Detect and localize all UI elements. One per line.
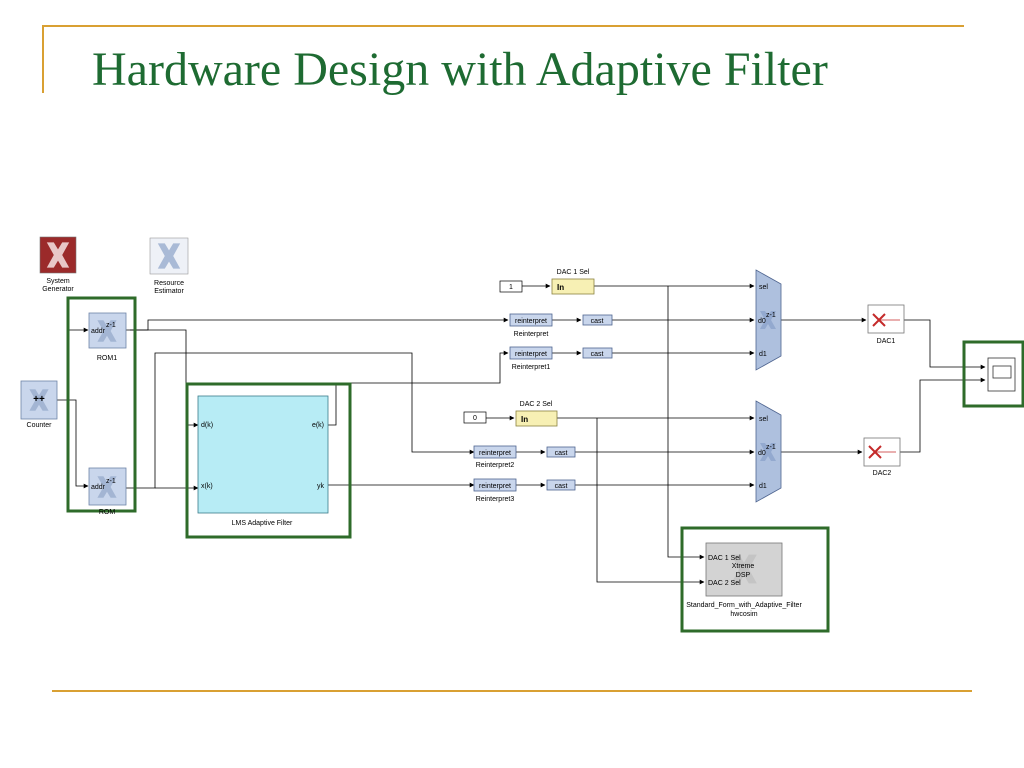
xtreme-name-2: DSP [736,572,751,579]
reinterpret1-block[interactable]: reinterpret Reinterpret1 [509,346,553,371]
reinterpret-label: Reinterpret [514,331,549,338]
mux2-port-sel: sel [759,416,768,423]
reinterpret-block[interactable]: reinterpret Reinterpret [509,313,553,338]
dac1-label: DAC1 [877,338,896,345]
dac2-sel-label: DAC 2 Sel [520,401,553,408]
mux2-block[interactable]: sel d0 z-1 d1 [755,400,782,503]
counter-block[interactable]: ++ Counter [20,380,58,429]
cast-text: cast [591,318,604,325]
lms-adaptive-filter-block[interactable]: d(k) x(k) e(k) yk LMS Adaptive Filter [197,395,329,527]
cast-block[interactable]: cast [582,314,613,326]
rom1-port-addr: addr [91,328,106,335]
resource-estimator-label-2: Estimator [154,288,184,295]
system-generator-block[interactable]: System Generator [39,236,77,293]
constant-1-block[interactable]: 1 [499,280,523,293]
reinterpret2-block[interactable]: reinterpret Reinterpret2 [473,445,517,469]
dac2-block[interactable]: DAC2 [863,437,901,477]
counter-icon-text: ++ [33,394,45,405]
wires [57,283,986,585]
mux2-delay: z-1 [766,444,776,451]
cast1-text: cast [591,351,604,358]
constant-0-value: 0 [473,415,477,422]
reinterpret3-block[interactable]: reinterpret Reinterpret3 [473,478,517,503]
mux1-port-d0: d0 [758,318,766,325]
dac1-block[interactable]: DAC1 [867,304,905,345]
slide-title: Hardware Design with Adaptive Filter [92,43,828,96]
lms-port-yk: yk [317,483,325,490]
lms-port-xk: x(k) [201,483,213,490]
xtreme-dsp-block[interactable]: DAC 1 Sel DAC 2 Sel Xtreme DSP Standard_… [686,542,802,618]
rom2-port-z: z-1 [106,478,116,485]
left-rule [42,25,44,93]
dac2-sel-gateway-block[interactable]: DAC 2 Sel In [515,401,558,427]
xtreme-highlight [680,526,830,633]
reinterpret3-text: reinterpret [479,483,511,490]
dac2-label: DAC2 [873,470,892,477]
dac2-sel-port: In [521,415,528,424]
rom-group-highlight [66,296,137,513]
system-generator-label-1: System [46,278,70,285]
mux1-port-d1: d1 [759,351,767,358]
scope-block[interactable] [987,357,1016,392]
xtreme-label-2: hwcosim [730,611,757,618]
reinterpret2-text: reinterpret [479,450,511,457]
mux2-port-d1: d1 [759,483,767,490]
xilinx-x-icon [872,313,886,327]
resource-estimator-block[interactable]: Resource Estimator [149,237,189,295]
lms-port-dk: d(k) [201,422,213,429]
mux1-block[interactable]: sel d0 z-1 d1 [755,269,782,371]
rom2-block[interactable]: addr z-1 ROM [88,467,127,516]
resource-estimator-label-1: Resource [154,280,184,287]
rom1-block[interactable]: addr z-1 ROM1 [88,312,127,362]
dac1-sel-port: In [557,283,564,292]
scope-highlight [962,340,1024,408]
bottom-rule [52,690,972,692]
cast3-text: cast [555,483,568,490]
reinterpret1-label: Reinterpret1 [512,364,551,371]
lms-label: LMS Adaptive Filter [232,520,293,527]
rom1-port-z: z-1 [106,322,116,329]
cast3-block[interactable]: cast [546,479,576,491]
reinterpret3-label: Reinterpret3 [476,496,515,503]
rom1-label: ROM1 [97,355,117,362]
reinterpret-text: reinterpret [515,318,547,325]
cast2-text: cast [555,450,568,457]
xtreme-name-1: Xtreme [732,563,755,570]
cast2-block[interactable]: cast [546,446,576,458]
xtreme-label-1: Standard_Form_with_Adaptive_Filter [686,602,802,609]
dac1-sel-label: DAC 1 Sel [557,269,590,276]
rom2-port-addr: addr [91,484,106,491]
reinterpret1-text: reinterpret [515,351,547,358]
mux1-port-sel: sel [759,284,768,291]
mux1-delay: z-1 [766,312,776,319]
reinterpret2-label: Reinterpret2 [476,462,515,469]
counter-label: Counter [27,422,53,429]
dac1-sel-gateway-block[interactable]: DAC 1 Sel In [551,269,595,295]
top-rule [42,25,964,27]
xtreme-port-dac1: DAC 1 Sel [708,555,741,562]
rom2-label: ROM [99,509,116,516]
cast1-block[interactable]: cast [582,347,613,359]
lms-port-ek: e(k) [312,422,324,429]
lms-highlight [185,382,352,539]
xilinx-x-icon [868,445,882,459]
scope-screen-icon [992,365,1012,379]
system-generator-label-2: Generator [42,286,74,293]
xtreme-port-dac2: DAC 2 Sel [708,580,741,587]
constant-1-value: 1 [509,284,513,291]
mux2-port-d0: d0 [758,450,766,457]
constant-0-block[interactable]: 0 [463,411,487,424]
